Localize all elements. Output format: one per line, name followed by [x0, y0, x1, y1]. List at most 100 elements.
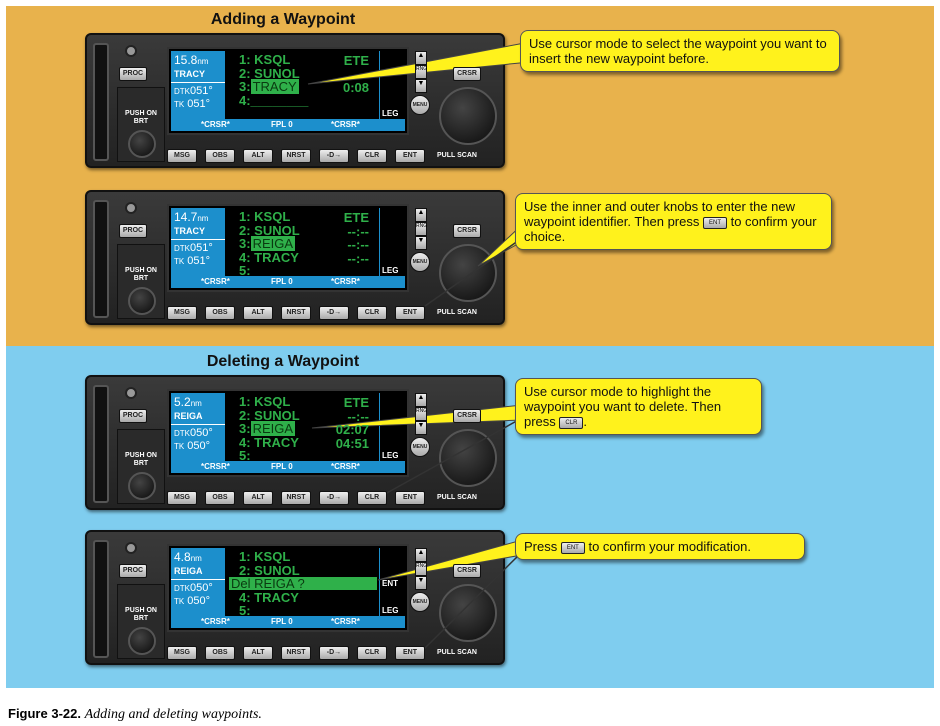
nav-info-pane: 14.7nm TRACY DTK051°TK 051°	[171, 208, 225, 278]
scan-knob[interactable]	[439, 584, 497, 642]
caption-label: Figure 3-22.	[8, 706, 81, 721]
scan-knob[interactable]	[439, 244, 497, 302]
push-on-label: PUSH ON	[125, 607, 157, 614]
scan-knob[interactable]	[439, 87, 497, 145]
crsr-button[interactable]: CRSR	[453, 409, 481, 423]
menu-button[interactable]: MENU	[410, 437, 430, 457]
obs-button[interactable]: OBS	[205, 491, 235, 505]
clr-button[interactable]: CLR	[357, 491, 387, 505]
distance: 15.8	[174, 53, 198, 67]
menu-button[interactable]: MENU	[410, 95, 430, 115]
proc-button[interactable]: PROC	[119, 224, 147, 238]
range-down-button[interactable]: ▼	[415, 421, 427, 435]
flight-plan-row: 5:________	[239, 603, 309, 618]
obs-button[interactable]: OBS	[205, 646, 235, 660]
pull-scan-label: PULL SCAN	[437, 494, 477, 501]
direct-to-button[interactable]: -D→	[319, 149, 349, 163]
distance: 5.2	[174, 395, 191, 409]
brightness-knob[interactable]	[128, 472, 156, 500]
proc-button[interactable]: PROC	[119, 409, 147, 423]
ete-value: --:--	[347, 223, 369, 239]
nrst-button[interactable]: NRST	[281, 491, 311, 505]
crsr-right: *CRSR*	[331, 462, 360, 471]
distance-unit: nm	[190, 554, 202, 563]
pointer-2b	[424, 235, 526, 307]
brightness-knob[interactable]	[128, 130, 156, 158]
msg-button[interactable]: MSG	[167, 646, 197, 660]
tk-label: TK	[174, 597, 185, 606]
leg-label: LEG	[382, 109, 399, 118]
pointer-3b	[384, 417, 523, 495]
tk-label: TK	[174, 442, 185, 451]
direct-to-button[interactable]: -D→	[319, 306, 349, 320]
ent-button[interactable]: ENT	[395, 149, 425, 163]
ent-button[interactable]: ENT	[395, 306, 425, 320]
tk-label: TK	[174, 100, 185, 109]
flight-plan-row: 5:________	[239, 263, 309, 278]
range-up-button[interactable]: ▲	[415, 51, 427, 65]
clr-button[interactable]: CLR	[357, 306, 387, 320]
alt-button[interactable]: ALT	[243, 149, 273, 163]
menu-button[interactable]: MENU	[410, 592, 430, 612]
proc-button[interactable]: PROC	[119, 67, 147, 81]
direct-to-button[interactable]: -D→	[319, 491, 349, 505]
brightness-knob[interactable]	[128, 287, 156, 315]
nrst-button[interactable]: NRST	[281, 149, 311, 163]
msg-button[interactable]: MSG	[167, 149, 197, 163]
nrst-button[interactable]: NRST	[281, 646, 311, 660]
ent-button[interactable]: ENT	[395, 646, 425, 660]
obs-button[interactable]: OBS	[205, 149, 235, 163]
divider	[379, 393, 380, 463]
tk-value: 050°	[187, 595, 211, 607]
tk-value: 051°	[187, 98, 211, 110]
brt-label: BRT	[133, 118, 149, 125]
pull-scan-label: PULL SCAN	[437, 309, 477, 316]
flight-plan-row: 5:________	[239, 448, 309, 463]
ent-button[interactable]: ENT	[395, 491, 425, 505]
leg-label: LEG	[382, 606, 399, 615]
range-down-button[interactable]: ▼	[415, 236, 427, 250]
flight-plan-row: 1: KSQL	[239, 549, 291, 564]
card-slot	[93, 43, 109, 161]
msg-button[interactable]: MSG	[167, 306, 197, 320]
range-up-button[interactable]: ▲	[415, 548, 427, 562]
alt-button[interactable]: ALT	[243, 306, 273, 320]
active-waypoint: REIGA	[171, 566, 225, 580]
ent-key-icon: ENT	[560, 541, 585, 554]
brightness-knob[interactable]	[128, 627, 156, 655]
crsr-button[interactable]: CRSR	[453, 224, 481, 238]
leg-label: LEG	[382, 451, 399, 460]
fpl-label: FPL 0	[271, 277, 293, 286]
dtk-label: DTK	[174, 244, 190, 253]
range-up-button[interactable]: ▲	[415, 208, 427, 222]
range-up-button[interactable]: ▲	[415, 393, 427, 407]
alt-button[interactable]: ALT	[243, 491, 273, 505]
ent-key-icon: ENT	[702, 216, 727, 229]
range-down-button[interactable]: ▼	[415, 576, 427, 590]
callout-text: to confirm your choice.	[524, 214, 817, 244]
obs-button[interactable]: OBS	[205, 306, 235, 320]
crsr-button[interactable]: CRSR	[453, 67, 481, 81]
direct-to-button[interactable]: -D→	[319, 646, 349, 660]
rng-label: RNG	[415, 562, 427, 576]
ete-value: --:--	[347, 237, 369, 252]
dtk-label: DTK	[174, 429, 190, 438]
proc-button[interactable]: PROC	[119, 564, 147, 578]
crsr-button[interactable]: CRSR	[453, 564, 481, 578]
tk-label: TK	[174, 257, 185, 266]
rng-label: RNG	[415, 407, 427, 421]
msg-button[interactable]: MSG	[167, 491, 197, 505]
flight-plan-row: 4: TRACY	[239, 249, 299, 265]
nrst-button[interactable]: NRST	[281, 306, 311, 320]
distance-unit: nm	[197, 214, 209, 223]
range-down-button[interactable]: ▼	[415, 79, 427, 93]
clr-button[interactable]: CLR	[357, 646, 387, 660]
menu-button[interactable]: MENU	[410, 252, 430, 272]
alt-button[interactable]: ALT	[243, 646, 273, 660]
clr-button[interactable]: CLR	[357, 149, 387, 163]
cursor-highlight: TRACY	[250, 79, 299, 94]
